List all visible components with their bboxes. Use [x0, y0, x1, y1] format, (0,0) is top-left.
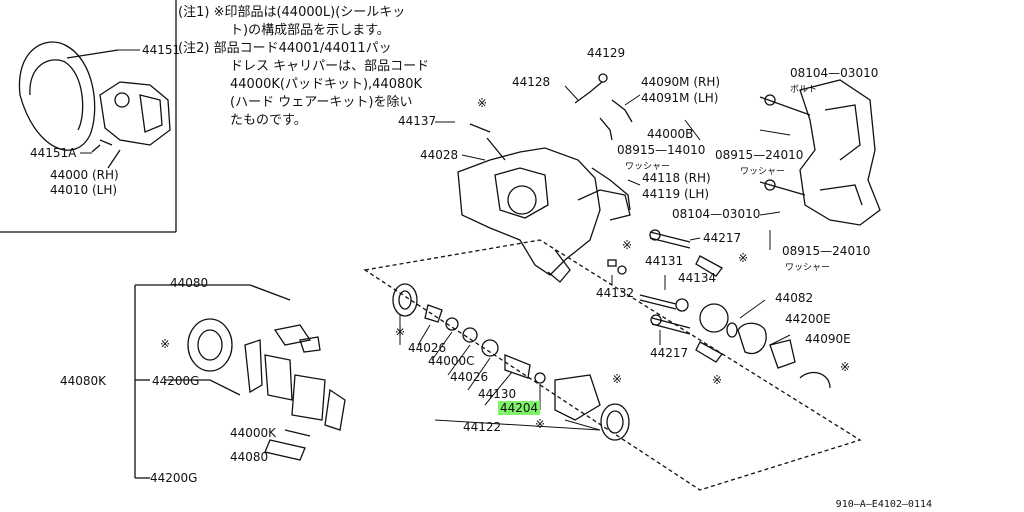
- label-44026-b: 44026: [450, 370, 489, 384]
- label-44082: 44082: [775, 291, 814, 305]
- star-44204: ※: [535, 417, 546, 431]
- label-44200g: 44200G: [152, 374, 200, 388]
- piston-kit-right-drawing: [699, 303, 831, 389]
- label-44000b: 44000B: [647, 127, 694, 141]
- note-1-line-2: ト)の構成部品を示します。: [230, 23, 390, 38]
- star-44122: ※: [612, 372, 623, 386]
- mounting-bracket-drawing: [759, 79, 881, 226]
- caliper-assembly-drawing: [91, 81, 171, 169]
- star-boot-1: ※: [738, 251, 749, 265]
- label-44091m-lh: 44091M (LH): [641, 91, 719, 105]
- caliper-body-drawing: [457, 73, 633, 283]
- piston-parts-drawing: [392, 283, 630, 441]
- note-2: (注2) 部品コード44001/44011パッ: [178, 40, 392, 58]
- note-2-line-4: (ハード ウェアーキット)を除い: [230, 95, 413, 110]
- label-44090e: 44090E: [805, 332, 851, 346]
- star-44026: ※: [395, 325, 406, 339]
- label-44137: 44137: [398, 114, 437, 128]
- label-44129: 44129: [587, 46, 626, 60]
- label-44200g-b: 44200G: [150, 471, 198, 485]
- star-44132: ※: [622, 238, 633, 252]
- label-08915-14010: 08915—14010: [617, 143, 706, 157]
- note-1-line-1: ※印部品は(44000L)(シールキッ: [213, 5, 406, 20]
- star-boot-2: ※: [712, 373, 723, 387]
- label-44130: 44130: [478, 387, 517, 401]
- label-washer-3: ワッシャー: [785, 263, 831, 273]
- label-44217-b: 44217: [650, 346, 689, 360]
- label-44000-rh: 44000 (RH): [50, 168, 119, 182]
- label-44000c: 44000C: [428, 354, 475, 368]
- label-44128: 44128: [512, 75, 551, 89]
- note-1: (注1) ※印部品は(44000L)(シールキッ: [178, 4, 405, 22]
- label-08915-24010-b: 08915—24010: [782, 244, 871, 258]
- star-44090e: ※: [840, 360, 851, 374]
- pads-drawing: [187, 318, 346, 461]
- star-44200g: ※: [160, 337, 171, 351]
- piston-exploded-frame: [363, 239, 862, 491]
- label-44132: 44132: [596, 286, 635, 300]
- label-44080: 44080: [170, 276, 209, 290]
- note-2-line-5: たものです。: [230, 113, 307, 128]
- label-44204-highlight: 44204: [498, 401, 541, 415]
- note-2-line-1: 部品コード44001/44011パッ: [213, 41, 392, 56]
- label-44134: 44134: [678, 271, 717, 285]
- label-44204: 44204: [498, 401, 541, 415]
- label-washer-2: ワッシャー: [740, 167, 786, 177]
- note-2-line-3: 44000K(パッドキット),44080K: [230, 77, 423, 92]
- label-44122: 44122: [463, 420, 502, 434]
- star-44128: ※: [477, 96, 488, 110]
- label-08915-24010-a: 08915—24010: [715, 148, 804, 162]
- label-44151A: 44151A: [30, 146, 77, 160]
- label-44119-lh: 44119 (LH): [642, 187, 710, 201]
- label-08104-03010-b: 08104—03010: [672, 207, 761, 221]
- label-44026-a: 44026: [408, 341, 447, 355]
- label-08104-03010-a: 08104—03010: [790, 66, 879, 80]
- pad-kit-frame: [134, 284, 321, 479]
- label-washer-1: ワッシャー: [625, 162, 671, 172]
- catalog-code: 910—A—E4102—0114: [835, 499, 932, 510]
- label-44151: 44151: [142, 43, 181, 57]
- note-2-line-2: ドレス キャリパーは、部品コード: [230, 59, 430, 74]
- label-44131: 44131: [645, 254, 684, 268]
- label-44090m-rh: 44090M (RH): [641, 75, 721, 89]
- note-1-marker: (注1): [178, 5, 210, 20]
- leader-lines: [80, 49, 791, 431]
- dust-shield-drawing: [18, 41, 119, 151]
- label-bolt-1: ボルト: [790, 85, 818, 95]
- label-44200e: 44200E: [785, 312, 831, 326]
- label-44080-b: 44080: [230, 450, 269, 464]
- label-44000k: 44000K: [230, 426, 277, 440]
- guide-pins-drawing: [607, 229, 723, 363]
- note-2-marker: (注2): [178, 41, 210, 56]
- label-44118-rh: 44118 (RH): [642, 171, 711, 185]
- label-44217-a: 44217: [703, 231, 742, 245]
- label-44080k: 44080K: [60, 374, 107, 388]
- label-44010-lh: 44010 (LH): [50, 183, 118, 197]
- label-44028: 44028: [420, 148, 459, 162]
